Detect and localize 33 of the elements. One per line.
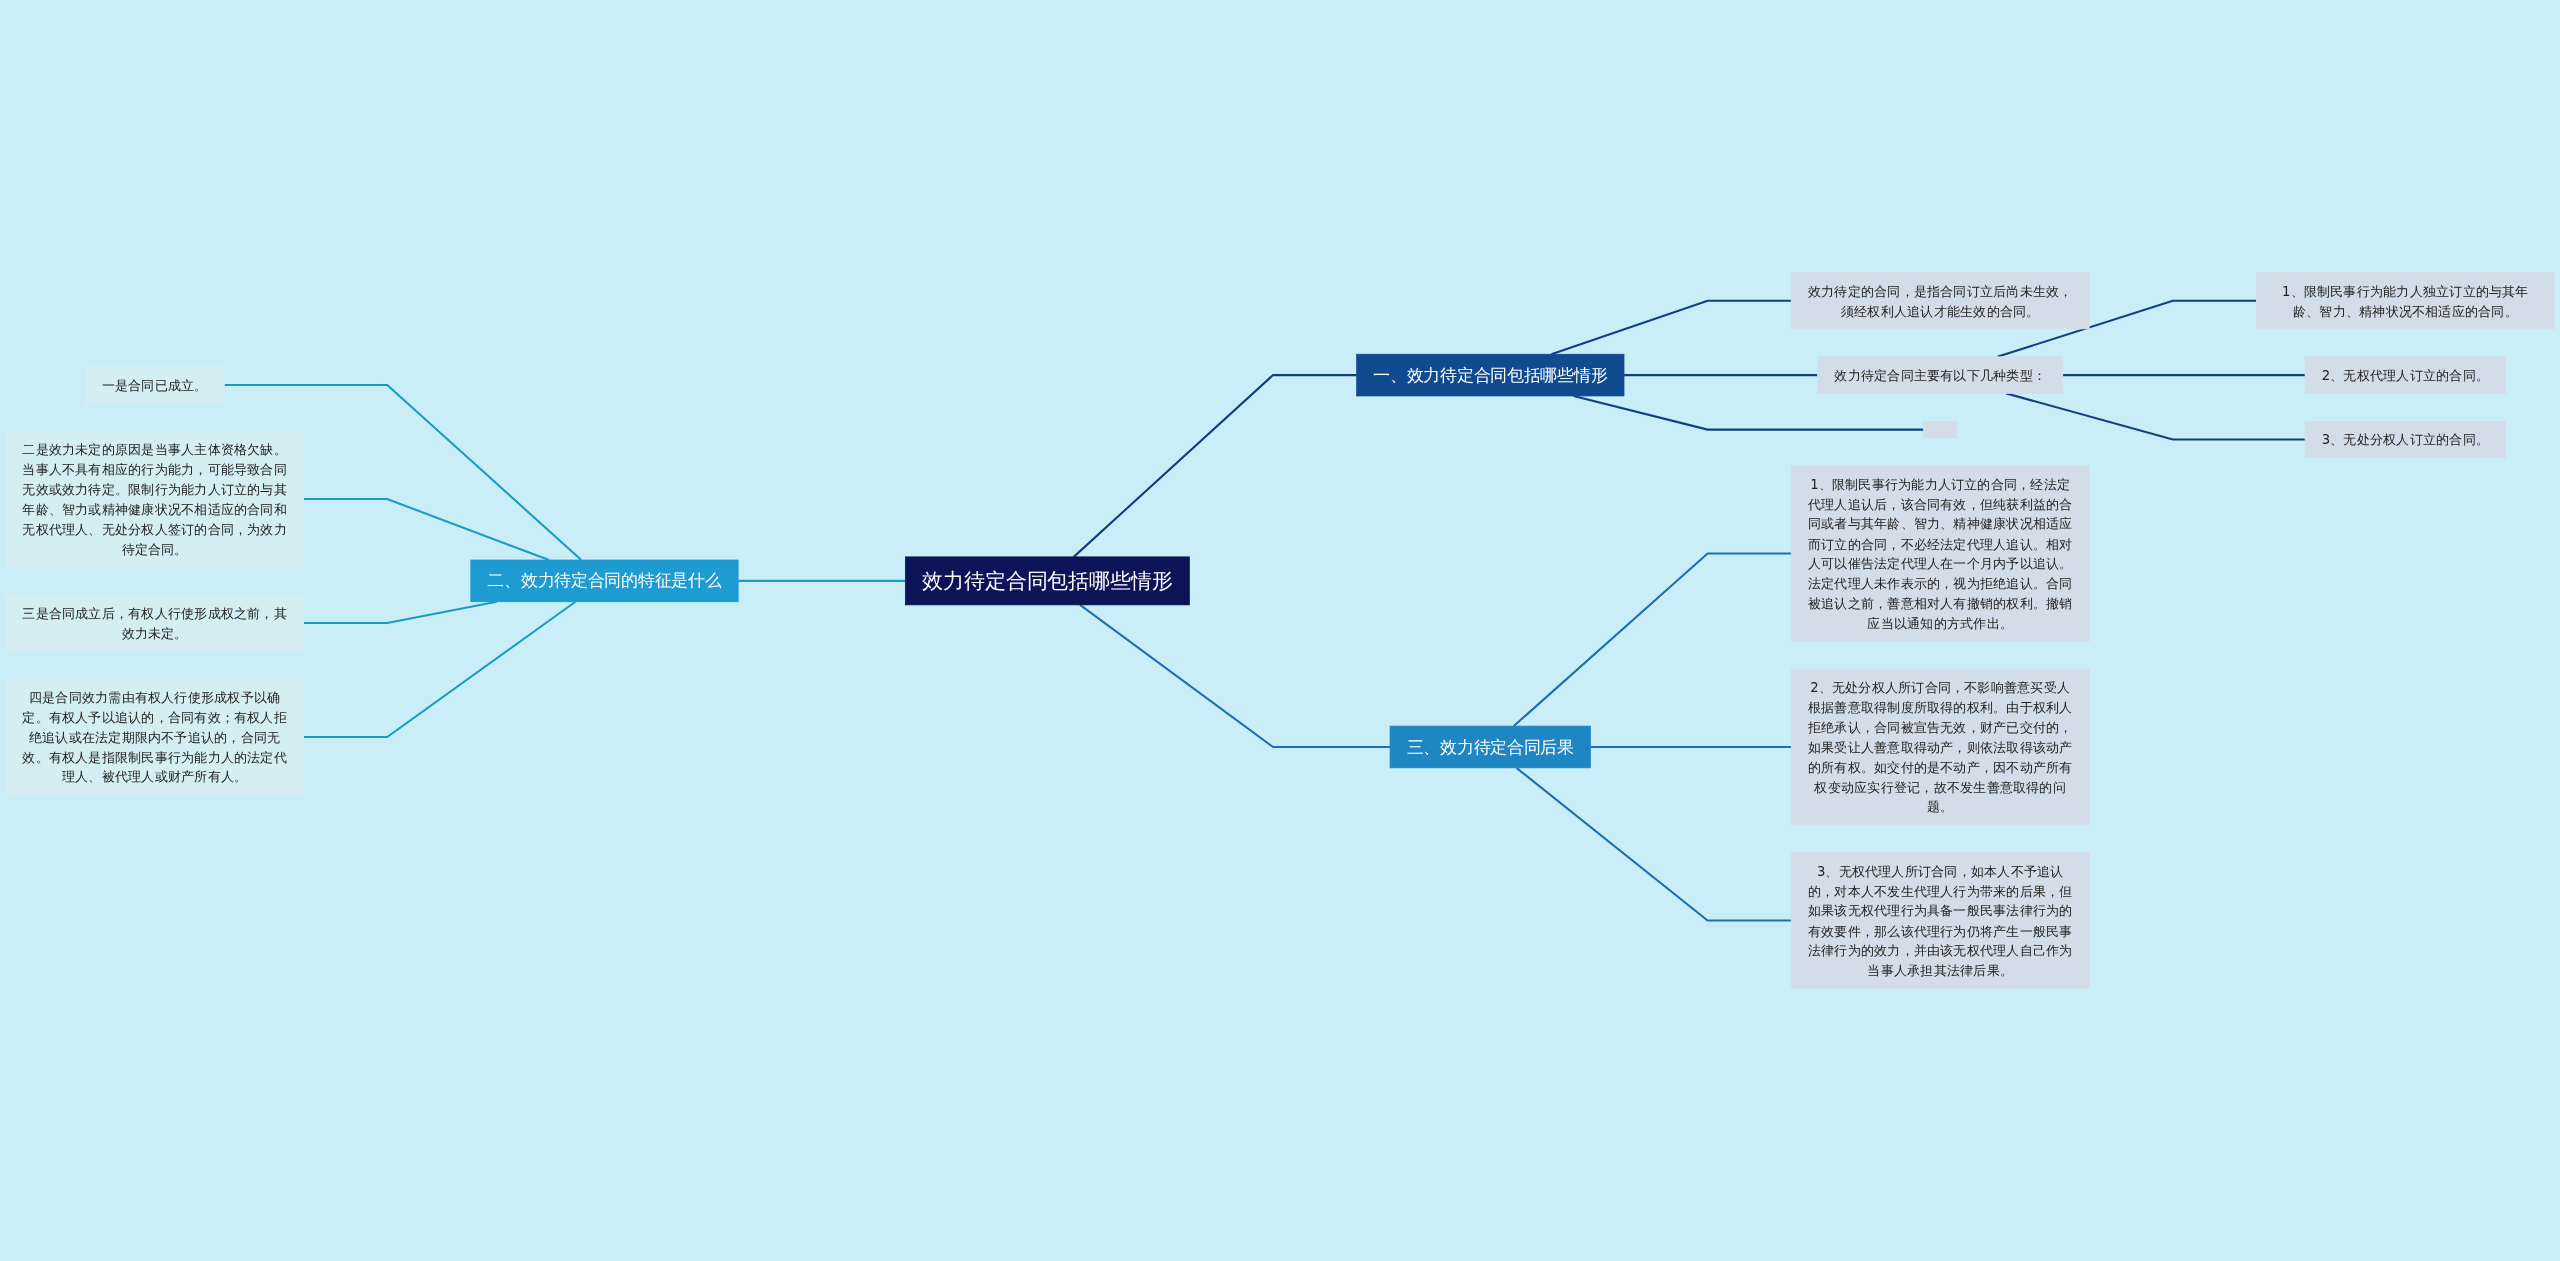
connector (1073, 374, 1357, 558)
connector (1997, 299, 2257, 358)
connector (303, 498, 550, 561)
node-box: 效力待定合同包括哪些情形 (905, 556, 1190, 606)
node-box: 2、无处分权人所订合同，不影响善意买受人根据善意取得制度所取得的权利。由于权利人拒绝承认，合同被宣告无效，财产已交付的，如果受让人善意取得动产，则依法取得该动产的所有权。如交付的是不动产，因不动产所有权变动应实行登记，故不发生善意取得的问题。 (1790, 668, 2090, 826)
connector (224, 383, 582, 561)
node-box: 1、限制民事行为能力人订立的合同，经法定代理人追认后，该合同有效，但纯获利益的合同或者与其年龄、智力、精神健康状况相适应而订立的合同，不必经法定代理人追认。相对人可以催告法定代理人在一个月内予以追认。法定代理人未作表示的，视为拒绝追认。合同被追认之前，善意相对人有撤销的权利。撤销应当以通知的方式作出。 (1790, 465, 2090, 642)
node-box: 效力待定合同主要有以下几种类型： (1817, 356, 2064, 394)
connector (1079, 604, 1391, 748)
node-box: 1、限制民事行为能力人独立订立的与其年龄、智力、精神状况不相适应的合同。 (2256, 272, 2555, 330)
connector (1551, 299, 1792, 356)
node-box: 三、效力待定合同后果 (1389, 725, 1591, 769)
node-box: 3、无权代理人所订合同，如本人不予追认的，对本人不发生代理人行为带来的后果，但如果该无权代理行为具备一般民事法律行为的有效要件，那么该代理行为仍将产生一般民事法律行为的效力，并由该无权代理人自己作为当事人承担其法律后果。 (1790, 852, 2090, 989)
node-box: 四是合同效力需由有权人行使形成权予以确定。有权人予以追认的，合同有效；有权人拒绝追认或在法定期限内不予追认的，合同无效。有权人是指限制民事行为能力人的法定代理人、被代理人或财产所有人。 (5, 678, 304, 796)
connector (1513, 552, 1792, 727)
connector (303, 600, 497, 625)
node-box: 一、效力待定合同包括哪些情形 (1356, 353, 1625, 397)
connector (1573, 394, 1924, 431)
connector (2005, 392, 2306, 441)
node-box: 3、无处分权人订立的合同。 (2304, 420, 2507, 459)
connector (1590, 745, 1792, 748)
connector (1515, 767, 1792, 922)
connector (738, 579, 906, 582)
node-box: 二是效力未定的原因是当事人主体资格欠缺。当事人不具有相应的行为能力，可能导致合同无效或效力待定。限制行为能力人订立的与其年龄、智力或精神健康状况不相适应的合同和无权代理人、无处分权人签订的合同，为效力待定合同。 (5, 430, 304, 568)
connector (1624, 374, 1818, 377)
node-box: 一是合同已成立。 (84, 366, 225, 404)
node-box (1923, 420, 1958, 439)
connector (2062, 374, 2306, 377)
node-box: 效力待定的合同，是指合同订立后尚未生效，须经权利人追认才能生效的合同。 (1790, 272, 2090, 330)
node-box: 三是合同成立后，有权人行使形成权之前，其效力未定。 (5, 594, 304, 652)
node-box: 二、效力待定合同的特征是什么 (470, 559, 739, 603)
connector (303, 600, 577, 739)
node-box: 2、无权代理人订立的合同。 (2304, 356, 2507, 394)
